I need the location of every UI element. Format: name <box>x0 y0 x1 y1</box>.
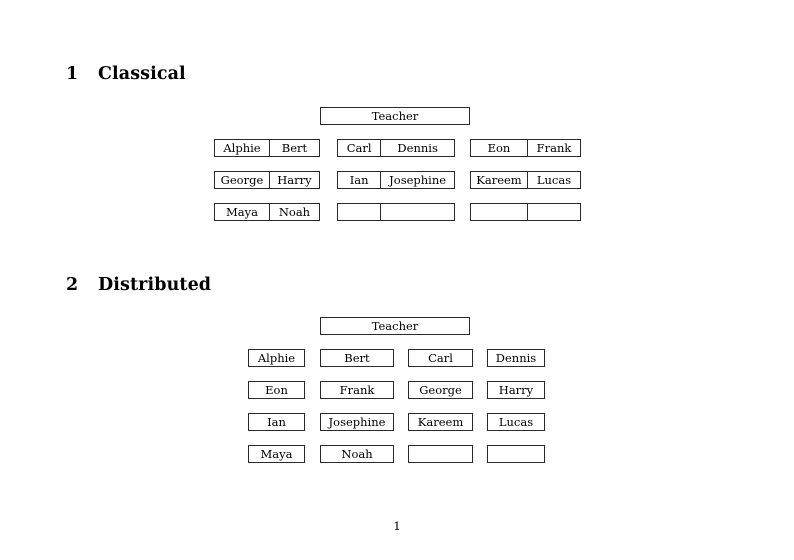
section-title: Classical <box>98 64 186 84</box>
student-pair-box: George Harry <box>214 171 320 189</box>
student-box: Dennis <box>487 349 545 367</box>
student-pair-box: Eon Frank <box>470 139 581 157</box>
student-pair-box: Alphie Bert <box>214 139 320 157</box>
student-cell: Noah <box>268 204 319 220</box>
student-cell: Josephine <box>380 172 454 188</box>
student-cell: Carl <box>338 140 381 156</box>
student-cell: Alphie <box>215 140 269 156</box>
student-box: Maya <box>248 445 305 463</box>
student-box: Lucas <box>487 413 545 431</box>
teacher-box-classical: Teacher <box>320 107 470 125</box>
student-cell-empty <box>338 204 381 220</box>
teacher-box-distributed: Teacher <box>320 317 470 335</box>
student-cell: Harry <box>268 172 319 188</box>
student-cell: Dennis <box>380 140 454 156</box>
section-number: 1 <box>66 64 79 84</box>
student-cell: George <box>215 172 269 188</box>
section-heading-classical: 1 Classical <box>66 64 186 84</box>
student-box: Frank <box>320 381 394 399</box>
student-pair-box: Maya Noah <box>214 203 320 221</box>
student-pair-box-empty <box>337 203 455 221</box>
student-cell: Bert <box>268 140 319 156</box>
student-box: Alphie <box>248 349 305 367</box>
section-title: Distributed <box>98 275 212 295</box>
page-number: 1 <box>393 519 401 533</box>
student-box: Kareem <box>408 413 473 431</box>
student-cell: Eon <box>471 140 527 156</box>
student-cell: Kareem <box>471 172 527 188</box>
student-cell-empty <box>380 204 454 220</box>
student-box: Josephine <box>320 413 394 431</box>
student-box-empty <box>408 445 473 463</box>
student-pair-box: Carl Dennis <box>337 139 455 157</box>
student-box: Ian <box>248 413 305 431</box>
student-box: Noah <box>320 445 394 463</box>
student-box-empty <box>487 445 545 463</box>
student-pair-box-empty <box>470 203 581 221</box>
section-heading-distributed: 2 Distributed <box>66 275 211 295</box>
student-pair-box: Ian Josephine <box>337 171 455 189</box>
student-cell: Frank <box>526 140 580 156</box>
student-box: Carl <box>408 349 473 367</box>
student-pair-box: Kareem Lucas <box>470 171 581 189</box>
student-cell-empty <box>526 204 580 220</box>
student-cell: Ian <box>338 172 381 188</box>
student-box: Eon <box>248 381 305 399</box>
student-cell: Lucas <box>526 172 580 188</box>
student-cell: Maya <box>215 204 269 220</box>
student-box: Bert <box>320 349 394 367</box>
student-cell-empty <box>471 204 527 220</box>
section-number: 2 <box>66 275 79 295</box>
student-box: Harry <box>487 381 545 399</box>
student-box: George <box>408 381 473 399</box>
